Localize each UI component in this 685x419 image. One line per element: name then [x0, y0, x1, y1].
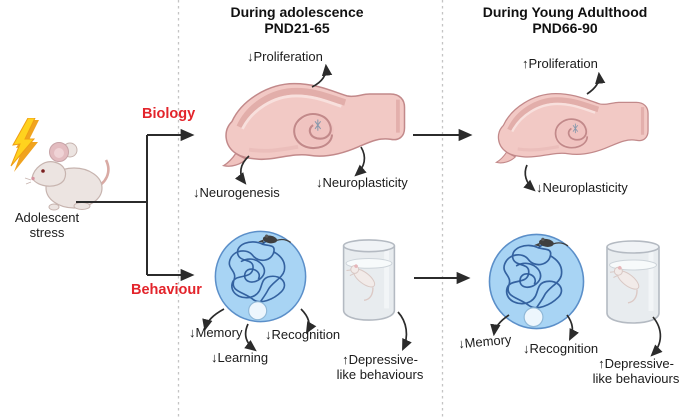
label-neuroplasticity-adolescence: ↓Neuroplasticity [316, 175, 408, 190]
label-recognition-adolescence: ↓Recognition [265, 327, 341, 342]
learning-annotation-arrow [244, 323, 257, 352]
biology-branch-label: Biology [142, 106, 196, 122]
adolescent-stress-label: Adolescent stress [4, 210, 90, 240]
hippocampus-young-adulthood-icon [494, 88, 652, 172]
label-neurogenesis-adolescence: ↓Neurogenesis [193, 185, 280, 200]
panel-title-young-adulthood-line2: PND66-90 [532, 20, 598, 36]
label-depressive-young-adulthood-line1: ↑Depressive- [598, 356, 674, 371]
label-depressive-adolescence-line1: ↑Depressive- [342, 352, 418, 367]
panel-title-adolescence-line2: PND21-65 [264, 20, 330, 36]
panel-title-young-adulthood-line1: During Young Adulthood [482, 4, 648, 20]
panel-title-young-adulthood: During Young Adulthood PND66-90 [455, 4, 675, 36]
label-depressive-young-adulthood-line2: like behaviours [592, 371, 680, 386]
water-maze-adolescence-icon [213, 229, 308, 324]
panel-title-adolescence-line1: During adolescence [230, 4, 364, 20]
adolescent-stress-line2: stress [29, 225, 65, 240]
label-neuroplasticity-young-adulthood: ↓Neuroplasticity [536, 180, 628, 195]
label-recognition-young-adulthood: ↓Recognition [523, 341, 599, 356]
swim-cylinder-adolescence-icon [338, 237, 400, 323]
label-proliferation-adolescence: ↓Proliferation [247, 49, 323, 64]
label-memory-young-adulthood: ↓Memory [457, 331, 513, 352]
adolescent-stress-line1: Adolescent [14, 210, 80, 225]
label-learning-adolescence: ↓Learning [211, 350, 269, 365]
label-proliferation-young-adulthood: ↑Proliferation [522, 56, 598, 71]
label-depressive-adolescence: ↑Depressive- like behaviours [328, 352, 432, 382]
label-depressive-adolescence-line2: like behaviours [336, 367, 424, 382]
behaviour-branch-label: Behaviour [131, 282, 202, 298]
swim-cylinder-young-adulthood-icon [602, 238, 664, 326]
hippocampus-adolescence-icon [220, 78, 410, 176]
water-maze-young-adulthood-icon [487, 232, 586, 331]
label-memory-adolescence: ↓Memory [189, 325, 243, 340]
label-depressive-young-adulthood: ↑Depressive- like behaviours [584, 356, 685, 386]
stressed-mouse-icon [8, 118, 112, 218]
panel-title-adolescence: During adolescence PND21-65 [197, 4, 397, 36]
